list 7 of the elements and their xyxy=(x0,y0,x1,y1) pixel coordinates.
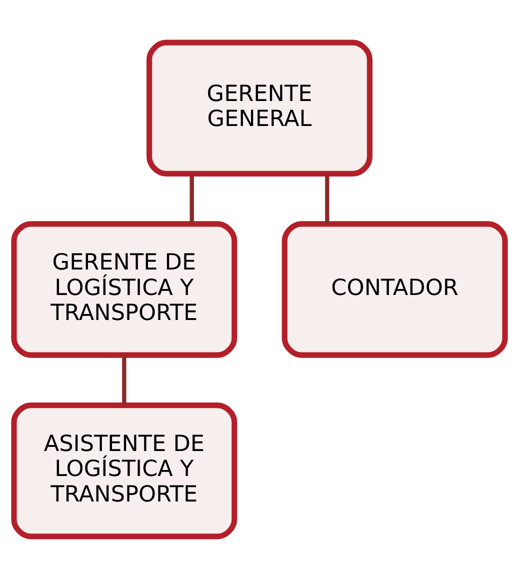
node-box: GERENTE DE LOGÍSTICA Y TRANSPORTE xyxy=(11,221,238,358)
node-box: ASISTENTE DE LOGÍSTICA Y TRANSPORTE xyxy=(11,402,238,540)
node-box: GERENTE GENERAL xyxy=(146,40,372,176)
node-box: CONTADOR xyxy=(282,221,508,358)
connector xyxy=(325,174,330,224)
connector xyxy=(190,174,194,224)
connector xyxy=(122,355,126,406)
